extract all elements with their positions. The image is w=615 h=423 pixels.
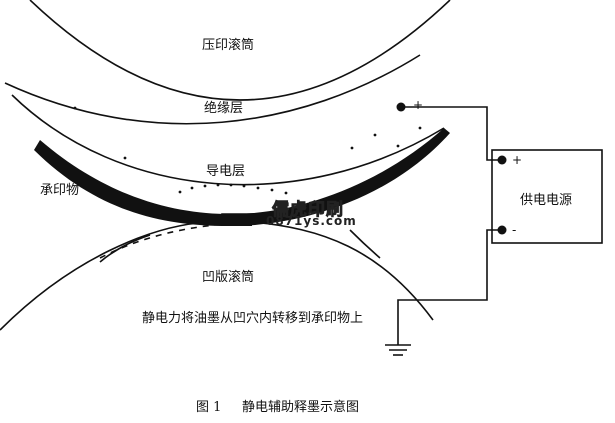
supply-top-sign: +	[512, 153, 523, 167]
description-label: 静电力将油墨从凹穴内转移到承印物上	[142, 311, 364, 326]
ink-cell	[222, 214, 252, 226]
charge-dot	[284, 191, 288, 195]
pressure-roller-label: 压印滚筒	[202, 38, 255, 53]
charge-dot	[203, 184, 207, 188]
charge-dot	[242, 184, 246, 188]
gravure-cylinder-label: 凹版滚筒	[202, 270, 255, 285]
gravure-cylinder-detail	[99, 224, 216, 259]
figure-title: 静电辅助释墨示意图	[242, 400, 360, 415]
wire-roller-to-supply	[401, 106, 499, 161]
gravure-arrow	[99, 234, 151, 263]
charge-dot	[229, 183, 233, 187]
roller-surface	[11, 94, 445, 186]
figure-number: 图 1	[196, 400, 222, 415]
charge-dot	[418, 126, 422, 130]
supply-bottom-sign: -	[512, 223, 517, 237]
substrate-band	[34, 128, 450, 227]
watermark-brand: 儒虎印刷	[272, 200, 344, 221]
charge-dot	[350, 146, 354, 150]
charge-dot	[178, 190, 182, 194]
charge-dot	[190, 186, 194, 190]
roller-terminal	[396, 102, 406, 112]
watermark-site: 0871ys.com	[266, 214, 357, 228]
insulation-layer-label: 绝缘层	[204, 101, 244, 116]
charge-dot	[396, 144, 400, 148]
power-supply-box	[491, 149, 603, 244]
supply-terminal-top	[497, 155, 507, 165]
roller-terminal-sign: +	[413, 98, 424, 112]
substrate-label: 承印物	[40, 183, 80, 198]
charge-dot	[73, 106, 77, 110]
power-supply-label: 供电电源	[520, 193, 573, 208]
charge-dot	[256, 186, 260, 190]
charge-dot	[270, 188, 274, 192]
charge-dot	[216, 183, 220, 187]
wire-supply-to-ground	[397, 229, 499, 345]
conductive-layer-label: 导电层	[206, 164, 246, 179]
insulation-layer-boundary	[4, 54, 421, 125]
charge-dot	[123, 156, 127, 160]
charge-dot	[373, 133, 377, 137]
supply-terminal-bottom	[497, 225, 507, 235]
pressure-roller-outline	[29, 0, 451, 101]
roller-arrow	[349, 229, 381, 259]
